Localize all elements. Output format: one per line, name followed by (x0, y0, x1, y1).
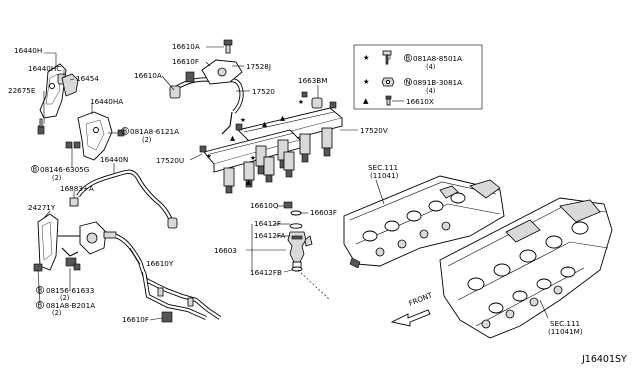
grommet-16454 (61, 73, 79, 97)
bolt-prefix-circle (31, 165, 39, 173)
callout-17520v: 17520V (360, 126, 388, 135)
bolt-prefix: B (33, 166, 38, 174)
callout-16440ha: 16440HA (90, 97, 123, 106)
bolt-16610a-top (223, 39, 233, 46)
callout-08146-6305g: 08146-6305G (40, 165, 89, 174)
callout-081a8-6121a: 081A8-6121A (130, 127, 179, 136)
cylinder-head-lh (439, 197, 613, 339)
bolt-prefix-circle (121, 127, 129, 135)
bolt-prefix: B (38, 302, 43, 310)
callout-sec111-a: SEC.111 (368, 163, 398, 172)
clip-16883a (69, 197, 79, 207)
callout-16610q: 16610Q (250, 201, 279, 210)
callout-16610y: 16610Y (146, 259, 174, 268)
marker-star: ★ (206, 152, 212, 160)
clip-16610f-bottom (161, 311, 173, 323)
bolt-prefix: B (123, 128, 128, 136)
legend-part-3: 16610X (406, 97, 434, 106)
front-arrow: FRONT (390, 290, 434, 327)
bolt-prefix: B (38, 287, 43, 295)
legend-triangle: ▲ (363, 96, 369, 105)
part-1663bm (311, 97, 323, 109)
legend-star-2: ★ (363, 77, 369, 86)
bolt-prefix-circle (36, 286, 44, 294)
callout-24271y: 24271Y (28, 203, 56, 212)
callout-16610a-left: 16610A (134, 71, 162, 80)
callout-16603f: 16603F (310, 208, 337, 217)
marker-star: ★ (298, 98, 304, 106)
legend-part-2: 0891B-3081A (413, 78, 462, 87)
callout-16610f-top: 16610F (172, 57, 199, 66)
callout-17520: 17520 (252, 87, 275, 96)
fuel-rail-assembly: ★ ★ ★ ★ ▲ ▲ ▲ ▲ (199, 98, 343, 194)
cylinder-head-rh (343, 175, 505, 269)
rail-markers: ★ ★ ★ ★ ▲ ▲ ▲ ▲ (206, 98, 304, 186)
diagram-id: J16401SY (581, 354, 627, 365)
clip-icon (385, 95, 392, 100)
legend-qty-1: (4) (426, 63, 435, 71)
legend-b-letter-1: B (406, 55, 411, 63)
connector-16610a-left (169, 85, 181, 99)
callout-16610a-top: 16610A (172, 42, 200, 51)
callout-16603: 16603 (214, 246, 237, 255)
clip-16610q (283, 201, 293, 209)
callout-16454: 16454 (76, 74, 99, 83)
bracket-16440ha (77, 111, 113, 161)
marker-triangle: ▲ (246, 178, 252, 186)
callout-16610f-bottom: 16610F (122, 315, 149, 324)
callout-16440hc: 16440HC (28, 64, 61, 73)
legend-part-1: 081A8-8501A (413, 54, 462, 63)
front-label: FRONT (407, 290, 434, 308)
bolt-08146-6305g (65, 141, 73, 149)
oring-16603f (290, 210, 302, 216)
callout-17528j: 17528J (246, 62, 271, 71)
injector-row-upper (255, 127, 333, 175)
callout-081a8-6121a-qty: (2) (142, 136, 151, 144)
legend-qty-2: (4) (426, 87, 435, 95)
callout-sec111-b-ref: (11041M) (548, 327, 583, 336)
callout-08156-61633-qty: (2) (60, 294, 69, 302)
callout-labels: 16440H 16440HC 16454 22675E 16440HA B 08… (8, 42, 627, 365)
leader-lines (37, 46, 549, 321)
left-assembly (33, 63, 222, 323)
marker-star: ★ (250, 154, 256, 162)
callout-16412fb: 16412FB (250, 268, 282, 277)
callout-081a8-b201a-qty: (2) (52, 309, 61, 317)
callout-16440n: 16440N (100, 155, 128, 164)
legend-n-letter: N (406, 79, 411, 87)
callout-17520u: 17520U (156, 156, 184, 165)
bracket-24271y (37, 213, 59, 271)
marker-triangle: ▲ (280, 114, 286, 122)
callout-16883a: 16883+A (60, 184, 94, 193)
marker-triangle: ▲ (262, 120, 268, 128)
callout-22675e: 22675E (8, 86, 36, 95)
legend-n-circle (404, 78, 412, 86)
hose-16440n (111, 169, 174, 223)
oring-16412fb (291, 266, 303, 272)
marker-triangle: ▲ (230, 134, 236, 142)
callout-sec111-a-ref: (11041) (370, 171, 399, 180)
callout-16412fa: 16412FA (254, 231, 285, 240)
front-arrow-icon (390, 309, 431, 327)
legend-star-1: ★ (363, 53, 369, 62)
legend-b-circle-1 (404, 54, 412, 62)
callout-16412f: 16412F (254, 219, 281, 228)
callout-08156-61633: 08156-61633 (46, 286, 94, 295)
bolt-prefix-circle (36, 301, 44, 309)
injector-detail (283, 201, 331, 301)
callout-081a8-b201a: 081A8-B201A (46, 301, 95, 310)
oring-16412f (289, 223, 303, 229)
callout-08146-6305g-qty: (2) (52, 174, 61, 182)
callout-16440h: 16440H (14, 46, 42, 55)
injector-row-lower (223, 151, 295, 194)
callout-1663bm: 1663BM (298, 76, 327, 85)
legend-box: ★ B 081A8-8501A (4) ★ N 0891B-3081A (4) … (353, 44, 483, 110)
callout-sec111-b: SEC.111 (550, 319, 580, 328)
marker-star: ★ (240, 116, 246, 124)
